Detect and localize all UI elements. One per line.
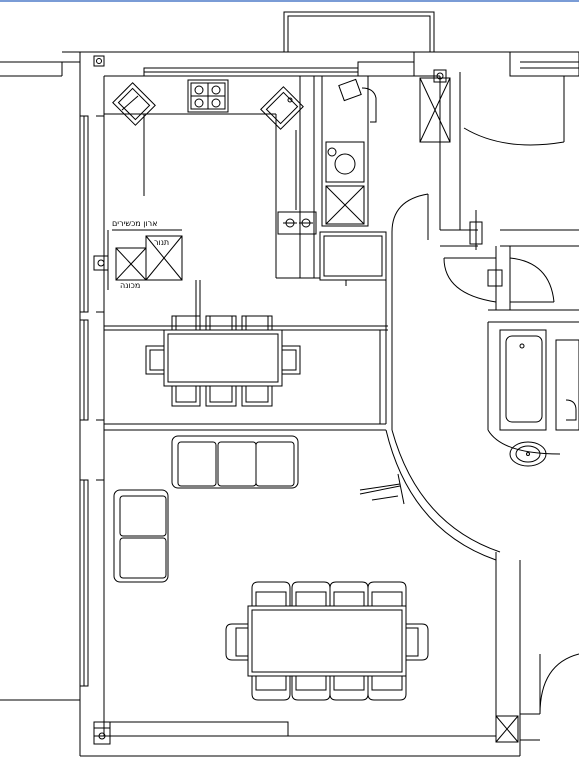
- bathroom: [500, 330, 579, 466]
- entry-door: [540, 654, 579, 714]
- washer-label: מכונה: [120, 281, 141, 290]
- kitchen: [94, 76, 386, 290]
- living-sofa: [114, 436, 298, 582]
- dining-table-large: [226, 582, 428, 700]
- kitchen-dining-set: [104, 280, 388, 406]
- exterior-walls: [0, 12, 579, 756]
- oven-label: תנור: [154, 238, 170, 247]
- window-frame-top: [0, 0, 579, 2]
- shafts: [94, 56, 518, 744]
- interior-walls: [104, 76, 579, 560]
- appliance-cabinet-label: ארון מכשירים: [112, 219, 158, 228]
